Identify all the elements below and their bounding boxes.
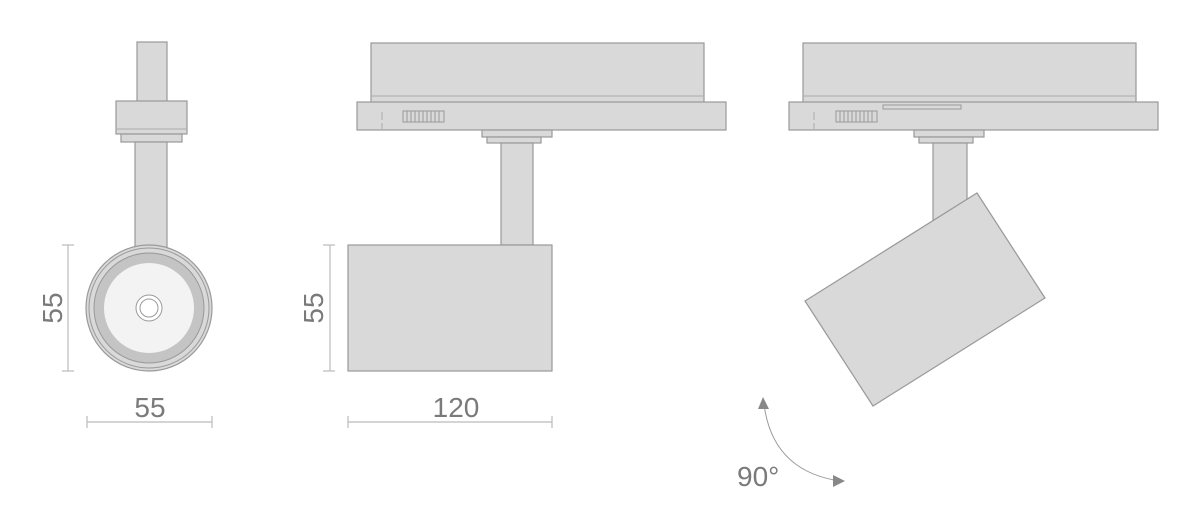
side-connector bbox=[481, 129, 553, 138]
front-collar bbox=[120, 133, 183, 143]
front-width-dimension: 55 bbox=[86, 392, 213, 428]
side-stem bbox=[500, 142, 534, 246]
side-rail bbox=[356, 101, 727, 131]
side-view: 55 120 bbox=[298, 42, 727, 428]
side-lamp-body bbox=[347, 244, 553, 372]
tilt-angle-label: 90° bbox=[737, 461, 779, 492]
side-width-dimension: 120 bbox=[347, 392, 553, 428]
front-height-label: 55 bbox=[37, 292, 68, 323]
side-height-label: 55 bbox=[298, 292, 329, 323]
tilted-lamp-body bbox=[804, 192, 1046, 407]
front-adapter-top bbox=[136, 41, 168, 103]
front-view: 55 55 bbox=[37, 41, 213, 428]
tilt-rail bbox=[788, 101, 1159, 131]
side-width-label: 120 bbox=[433, 392, 480, 423]
tilt-connector bbox=[913, 129, 985, 138]
rotation-arrow-icon bbox=[758, 397, 845, 487]
front-width-label: 55 bbox=[134, 392, 165, 423]
tilt-vent-icon bbox=[835, 110, 878, 123]
tilt-track-adapter bbox=[802, 42, 1137, 104]
front-stem bbox=[134, 141, 168, 253]
front-height-dimension: 55 bbox=[37, 244, 74, 372]
side-height-dimension: 55 bbox=[298, 244, 335, 372]
tilt-view: 90° bbox=[737, 42, 1159, 492]
side-vent-icon bbox=[402, 110, 445, 123]
side-track-adapter bbox=[370, 42, 705, 104]
